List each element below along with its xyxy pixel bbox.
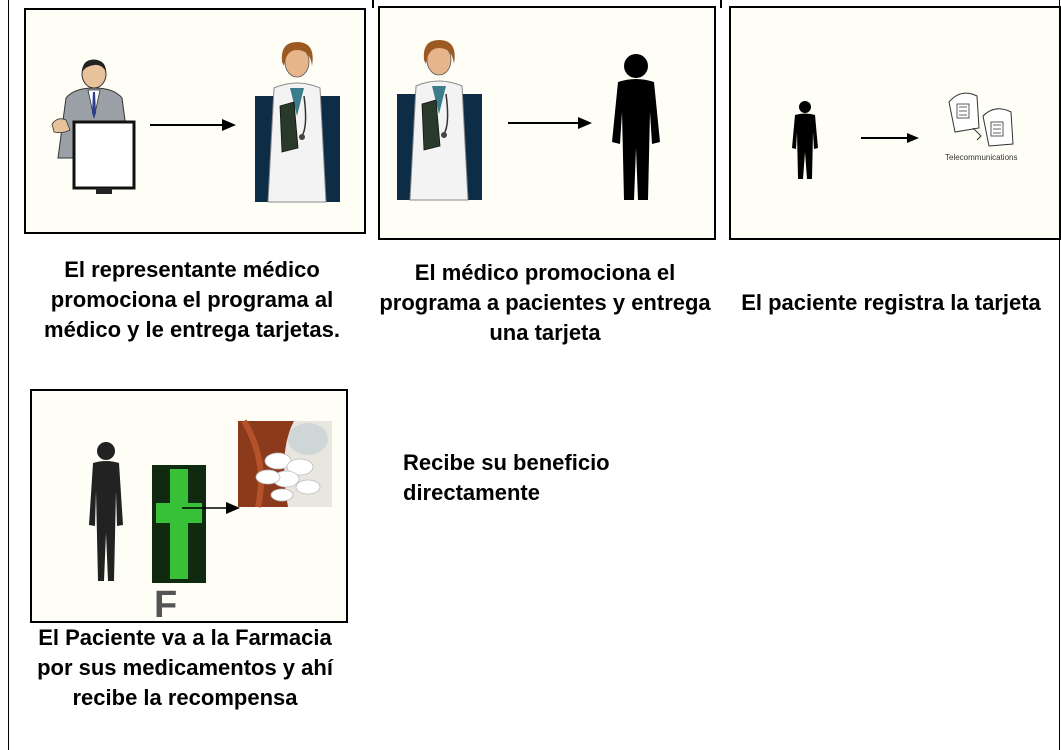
step-2-caption: El médico promociona el programa a pacie… xyxy=(379,260,711,345)
step-2-panel xyxy=(378,6,716,240)
outer-frame xyxy=(8,0,1060,750)
arrow-icon xyxy=(861,133,919,143)
pills-icon xyxy=(238,419,332,508)
result-text: Recibe su beneficio directamente xyxy=(403,450,610,505)
step-3-caption: El paciente registra la tarjeta xyxy=(741,290,1041,315)
arrow-icon xyxy=(182,502,240,514)
column-divider xyxy=(372,0,374,8)
step-1-panel xyxy=(24,8,366,234)
step-4-panel: F xyxy=(30,389,348,623)
pharmacy-letter: F xyxy=(154,584,177,623)
patient-silhouette-icon xyxy=(612,54,660,200)
arrow-icon xyxy=(508,117,592,129)
sales-rep-icon xyxy=(51,59,136,194)
column-divider xyxy=(720,0,722,8)
telephone-icon: Telecommunications xyxy=(945,92,1017,162)
step-4-caption: El Paciente va a la Farmacia por sus med… xyxy=(37,625,333,710)
telecom-label: Telecommunications xyxy=(945,153,1017,162)
patient-silhouette-icon xyxy=(89,442,123,581)
doctor-icon xyxy=(397,40,482,201)
arrow-icon xyxy=(150,119,236,131)
patient-silhouette-icon xyxy=(792,101,818,179)
step-3-panel: Telecommunications xyxy=(729,6,1061,240)
pharmacy-cross-icon: F xyxy=(152,465,206,623)
step-1-caption: El representante médico promociona el pr… xyxy=(44,257,340,342)
doctor-icon xyxy=(255,42,340,203)
